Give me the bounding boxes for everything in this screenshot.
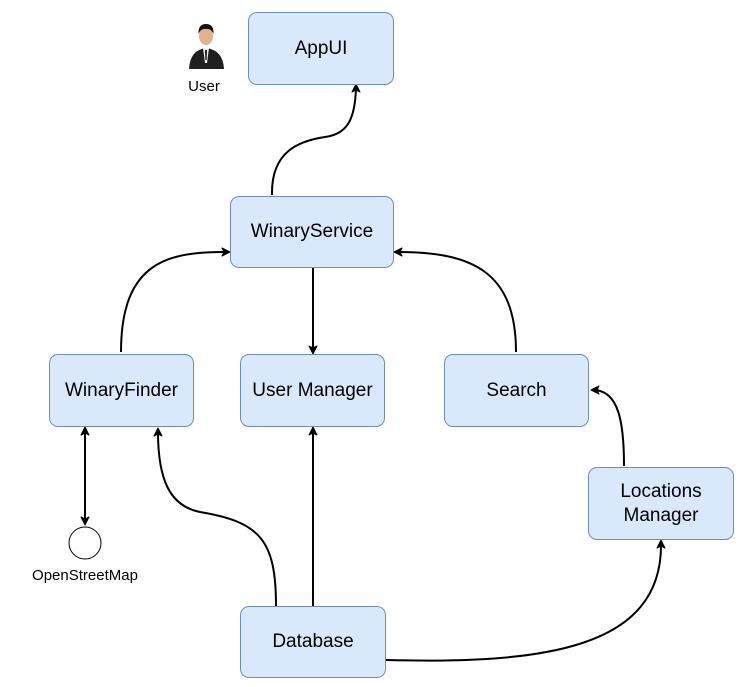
openstreetmap-circle <box>68 526 102 560</box>
edge-database-to-winaryfinder <box>157 431 277 607</box>
edge-search-to-winaryservice <box>397 251 517 353</box>
user-avatar-icon <box>189 24 224 69</box>
locationsmanager-label-line1: Locations <box>620 480 702 502</box>
user-actor-label: User <box>188 78 220 95</box>
arrowhead-winaryfinder-bottom-right <box>153 427 163 437</box>
locationsmanager-node[interactable]: Locations Manager <box>588 467 734 540</box>
edge-winaryservice-to-appui <box>270 87 357 196</box>
database-node[interactable]: Database <box>240 606 386 678</box>
database-label: Database <box>272 631 354 652</box>
arrowhead-locationsmanager-bottom <box>656 539 666 549</box>
arrowhead-usermanager-top <box>308 345 318 355</box>
locationsmanager-label-line2: Manager <box>623 504 699 526</box>
arrowhead-search-right <box>590 385 600 395</box>
appui-node[interactable]: AppUI <box>248 12 394 85</box>
search-label: Search <box>486 379 547 401</box>
appui-label: AppUI <box>294 37 348 59</box>
search-node[interactable]: Search <box>444 354 589 427</box>
winaryservice-label: WinaryService <box>250 221 374 242</box>
arrowhead-winaryservice-left <box>221 247 231 257</box>
arrowhead-winaryfinder-bottom <box>80 426 90 436</box>
openstreetmap-label: OpenStreetMap <box>32 567 138 584</box>
winaryfinder-node[interactable]: WinaryFinder <box>49 354 194 427</box>
edge-winaryfinder-to-winaryservice <box>120 251 227 353</box>
arrowhead-appui <box>351 83 361 93</box>
edge-database-to-locationsmanager <box>385 543 663 662</box>
winaryfinder-label: WinaryFinder <box>65 379 178 401</box>
arrowhead-winaryservice-right <box>393 247 403 257</box>
edge-locationsmanager-to-search <box>594 389 625 467</box>
winaryservice-node[interactable]: WinaryService <box>230 196 394 268</box>
arrowhead-openstreetmap-top <box>80 516 90 526</box>
usermanager-label: User Manager <box>252 379 373 401</box>
arrowhead-usermanager-bottom <box>308 426 318 436</box>
usermanager-node[interactable]: User Manager <box>240 354 385 427</box>
